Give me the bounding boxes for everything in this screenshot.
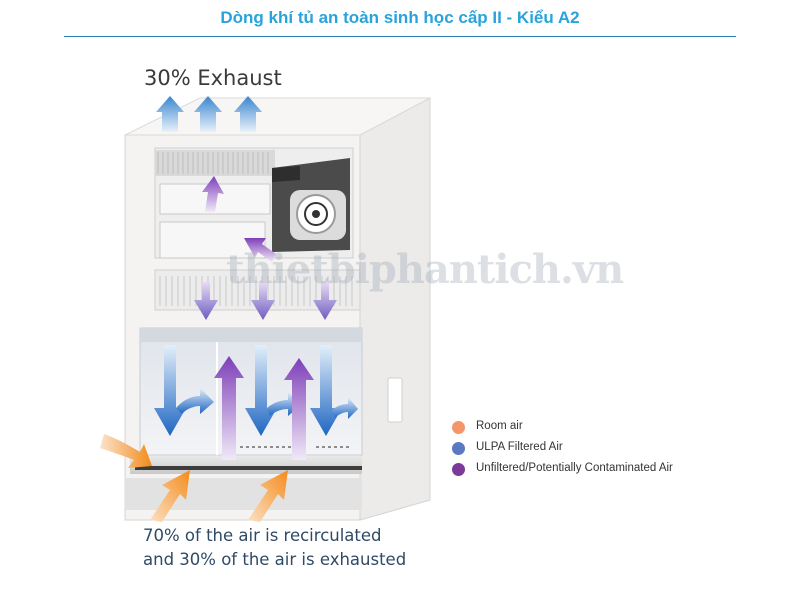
contaminated-air-dot-icon xyxy=(452,463,465,476)
blower-fan xyxy=(272,158,350,252)
work-area xyxy=(139,327,363,456)
title-divider xyxy=(64,36,736,37)
downflow-arrows-upper xyxy=(194,282,337,320)
work-surface xyxy=(125,446,362,510)
caption-line-1: 70% of the air is recirculated xyxy=(143,526,382,545)
side-vent xyxy=(387,377,403,423)
contaminated-upflow-arrows xyxy=(214,356,314,460)
contaminated-air-plenum-arrows xyxy=(202,176,276,262)
legend-label: Unfiltered/Potentially Contaminated Air xyxy=(476,462,673,474)
watermark-text: thietbiphantich.vn xyxy=(226,246,624,293)
room-air-arrows xyxy=(100,434,288,522)
caption-line-2: and 30% of the air is exhausted xyxy=(143,550,407,569)
exhaust-label: 30% Exhaust xyxy=(144,66,282,90)
filtered-air-dot-icon xyxy=(452,442,465,455)
legend-label: ULPA Filtered Air xyxy=(476,441,563,453)
room-air-dot-icon xyxy=(452,421,465,434)
airflow-caption: 70% of the air is recirculated and 30% o… xyxy=(143,524,406,572)
page-title: Dòng khí tủ an toàn sinh học cấp II - Ki… xyxy=(220,8,580,27)
exhaust-arrows xyxy=(156,96,262,132)
legend-label: Room air xyxy=(476,420,523,432)
